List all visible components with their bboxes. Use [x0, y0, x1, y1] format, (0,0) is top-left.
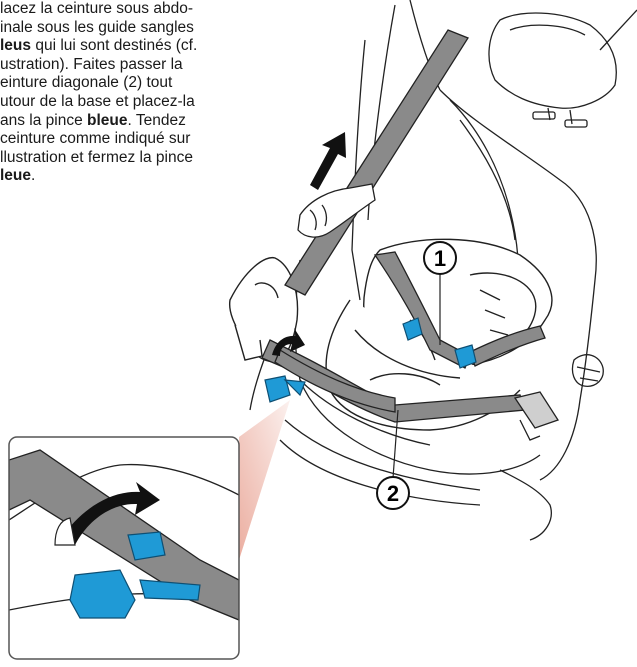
blue-clip-base	[264, 375, 306, 403]
instruction-line: lacez la ceinture sous abdo-	[0, 0, 300, 19]
zoom-rays	[239, 400, 290, 560]
instruction-text: lacez la ceinture sous abdo-inale sous l…	[0, 0, 300, 186]
inset-blue-clip-top	[127, 531, 166, 561]
vehicle-seat	[249, 0, 637, 541]
seat-base	[228, 256, 299, 363]
callout-1: 1	[423, 241, 457, 275]
instruction-span: ustration). Faites passer la	[0, 55, 183, 73]
instruction-span: qui lui sont destinés (cf.	[31, 37, 198, 55]
callout-1-label: 1	[434, 246, 446, 271]
instruction-line: einture diagonale (2) tout	[0, 74, 300, 93]
instruction-line: ustration). Faites passer la	[0, 56, 300, 75]
belt-buckle	[513, 391, 559, 441]
instruction-line: leus qui lui sont destinés (cf.	[0, 37, 300, 56]
hand	[297, 183, 376, 238]
instruction-line: ans la pince bleue. Tendez	[0, 112, 300, 131]
pull-arrow-icon	[310, 132, 346, 190]
instruction-span: ans la pince	[0, 111, 88, 129]
instruction-span: inale sous les guide sangles	[0, 18, 194, 36]
blue-belt-guide-right	[454, 344, 477, 369]
inset-wrap-arrow-icon	[60, 482, 160, 545]
instruction-bold: leue	[0, 167, 32, 185]
instruction-line: leue.	[0, 167, 300, 186]
instruction-span: lacez la ceinture sous abdo-	[0, 0, 194, 17]
wrap-arrow-icon	[272, 328, 305, 356]
instruction-line: inale sous les guide sangles	[0, 19, 300, 38]
inset-belt	[9, 449, 239, 621]
callout-2: 2	[376, 476, 410, 510]
instruction-line: utour de la base et placez-la	[0, 93, 300, 112]
instruction-span: einture diagonale (2) tout	[0, 74, 173, 92]
instruction-span: . Tendez	[127, 111, 186, 129]
instruction-line: llustration et fermez la pince	[0, 149, 300, 168]
callout-2-label: 2	[387, 481, 399, 506]
zoom-inset-frame	[8, 436, 240, 660]
instruction-bold: leus	[0, 37, 32, 55]
zoom-inset	[8, 436, 240, 660]
callout-leaders	[392, 272, 441, 479]
inset-blue-clip	[69, 569, 136, 619]
instruction-span: utour de la base et placez-la	[0, 92, 195, 110]
blue-belt-guide-left	[402, 317, 423, 341]
instruction-line: ceinture comme indiqué sur	[0, 130, 300, 149]
instruction-span: .	[31, 167, 36, 185]
instruction-span: llustration et fermez la pince	[0, 148, 193, 166]
instruction-bold: bleue	[87, 111, 128, 129]
instruction-span: ceinture comme indiqué sur	[0, 130, 191, 148]
